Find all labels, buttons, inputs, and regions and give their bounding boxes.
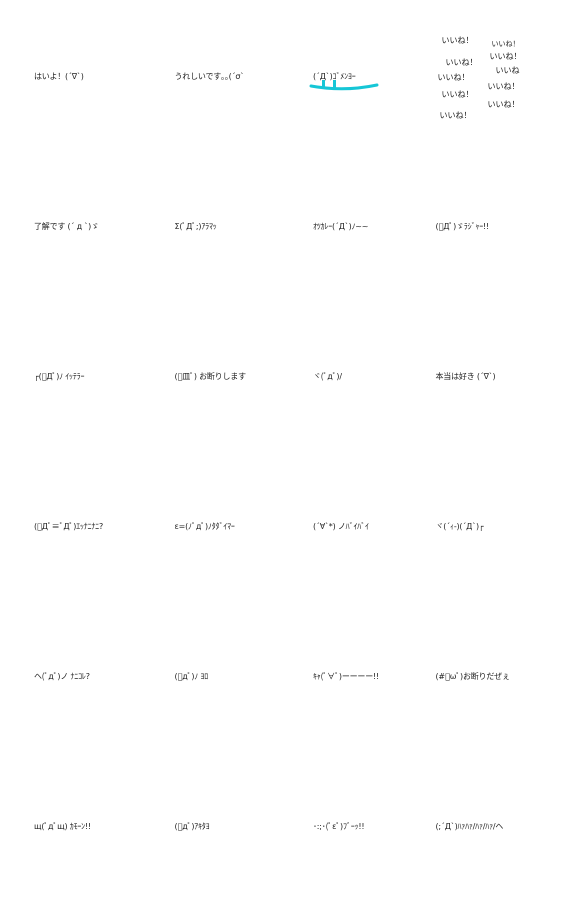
sticker-cell[interactable]: щ(ﾟдﾟщ) ｶﾓｰﾝ!! — [0, 750, 141, 900]
sticker-cell[interactable]: ヘ(ﾟдﾟ)ノ ﾅﾆｺﾚ? — [0, 600, 141, 750]
sticker-cell[interactable]: 了解です (´ д `)ゞ — [0, 150, 141, 300]
sticker-cell[interactable]: (ﾟдﾟ)ｱｷﾀﾖ — [141, 750, 282, 900]
sticker-text: ┌(ﾟДﾟ)ﾉ ｲｯﾃﾗｰ — [34, 372, 85, 381]
sticker-text: щ(ﾟдﾟщ) ｶﾓｰﾝ!! — [34, 822, 92, 831]
sticker-cell[interactable]: (ﾟДﾟ)ゞﾗｼﾞｬｰ!! — [422, 150, 562, 300]
iine-word: いいね！ — [445, 58, 478, 67]
sticker-text: (ﾟДﾟ≡ﾟДﾟ)ｴｯﾅﾆﾅﾆ? — [34, 522, 103, 531]
sticker-text: ｷｬ(ﾟ∀ﾟ)ーーーー!! — [313, 672, 380, 681]
sticker-cell[interactable]: ｷｬ(ﾟ∀ﾟ)ーーーー!! — [281, 600, 422, 750]
sticker-cell[interactable]: はいよ！(´∇`) — [0, 0, 141, 150]
sticker-cell[interactable]: ｵﾂｶﾚｰ(´Д`)ﾉ~~ — [281, 150, 422, 300]
sticker-cell[interactable]: (;´Д`)ﾊｧﾊｧ/ﾊｧ/ﾊｧ/ヘ — [422, 750, 562, 900]
sticker-cell[interactable]: ･:;･(ﾟεﾟ)ﾌﾞｰｯ!! — [281, 750, 422, 900]
sticker-text: (´Д`)ｺﾞﾒﾝﾖｰ — [313, 72, 356, 81]
sticker-text: ε=(ﾉﾟдﾟ)ﾉﾀﾀﾞｲﾏｰ — [174, 522, 235, 531]
sticker-text: (;´Д`)ﾊｧﾊｧ/ﾊｧ/ﾊｧ/ヘ — [435, 822, 504, 831]
sticker-cell[interactable]: うれしいです｡｡(´σ` — [141, 0, 282, 150]
sticker-cell[interactable]: Σ(ﾟДﾟ;)ｱﾗﾏｯ — [141, 150, 282, 300]
sticker-text: (ﾟдﾟ)ﾉ ﾖﾛ — [174, 672, 209, 681]
sticker-cell[interactable]: 本当は好き (´∇`) — [422, 300, 562, 450]
sticker-cell[interactable]: ヾ(ﾟдﾟ)/ — [281, 300, 422, 450]
iine-word: いいね！ — [491, 40, 520, 48]
highlight-swoosh-icon — [309, 80, 379, 91]
sticker-cell[interactable]: (´∀`*) ノﾊﾞｲﾊﾞｲ — [281, 450, 422, 600]
sticker-text: ヾ(´ｨ-)(´Д`)┌ — [435, 522, 484, 531]
sticker-cell[interactable]: ヾ(´ｨ-)(´Д`)┌ — [422, 450, 562, 600]
sticker-cell[interactable]: ε=(ﾉﾟдﾟ)ﾉﾀﾀﾞｲﾏｰ — [141, 450, 282, 600]
iine-word: いいね！ — [487, 82, 520, 91]
iine-word: いいね — [495, 66, 520, 75]
sticker-text: (ﾟДﾟ)ゞﾗｼﾞｬｰ!! — [435, 222, 490, 231]
sticker-text: ･:;･(ﾟεﾟ)ﾌﾞｰｯ!! — [313, 822, 365, 831]
sticker-cell[interactable]: (#ﾟωﾟ)お断りだぜぇ — [422, 600, 562, 750]
sticker-text: うれしいです｡｡(´σ` — [174, 72, 245, 81]
sticker-cell[interactable]: いいね！いいね！いいね！いいね！いいねいいね！いいね！いいね！いいね！いいね！ — [422, 0, 562, 150]
sticker-text: ヘ(ﾟдﾟ)ノ ﾅﾆｺﾚ? — [34, 672, 90, 681]
iine-word: いいね！ — [487, 100, 520, 109]
sticker-text: (´∀`*) ノﾊﾞｲﾊﾞｲ — [313, 522, 369, 531]
sticker-cell[interactable]: (ﾟДﾟ≡ﾟДﾟ)ｴｯﾅﾆﾅﾆ? — [0, 450, 141, 600]
sticker-text: (ﾟ皿ﾟ) お断りします — [174, 372, 247, 381]
sticker-cell[interactable]: ┌(ﾟДﾟ)ﾉ ｲｯﾃﾗｰ — [0, 300, 141, 450]
sticker-text: ヾ(ﾟдﾟ)/ — [313, 372, 342, 381]
sticker-text: はいよ！(´∇`) — [34, 72, 84, 81]
sticker-text: 了解です (´ д `)ゞ — [34, 222, 99, 231]
iine-word: いいね！ — [489, 52, 522, 61]
iine-word: いいね！ — [441, 90, 474, 99]
sticker-text: (ﾟдﾟ)ｱｷﾀﾖ — [174, 822, 210, 831]
sticker-text: 本当は好き (´∇`) — [435, 372, 496, 381]
iine-word: いいね！ — [437, 73, 470, 82]
sticker-text: Σ(ﾟДﾟ;)ｱﾗﾏｯ — [174, 222, 217, 231]
sticker-cell-highlighted[interactable]: (´Д`)ｺﾞﾒﾝﾖｰ — [281, 0, 422, 150]
iine-sticker: いいね！いいね！いいね！いいね！いいねいいね！いいね！いいね！いいね！いいね！ — [422, 30, 562, 130]
sticker-text: ｵﾂｶﾚｰ(´Д`)ﾉ~~ — [313, 222, 369, 231]
iine-word: いいね！ — [439, 111, 472, 120]
sticker-text: (#ﾟωﾟ)お断りだぜぇ — [435, 672, 510, 681]
iine-word: いいね！ — [441, 36, 474, 45]
sticker-cell[interactable]: (ﾟдﾟ)ﾉ ﾖﾛ — [141, 600, 282, 750]
sticker-cell[interactable]: (ﾟ皿ﾟ) お断りします — [141, 300, 282, 450]
